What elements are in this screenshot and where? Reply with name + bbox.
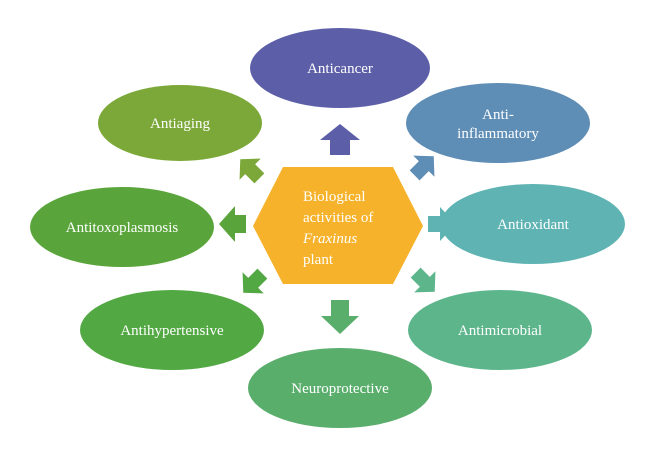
center-label-line1: Biological xyxy=(303,189,366,205)
node-antiaging-label: Antiaging xyxy=(150,116,210,132)
center-label-line3: Fraxinus xyxy=(302,231,357,247)
arrow-anticancer xyxy=(320,124,360,155)
node-anti-inflammatory-label-line2: inflammatory xyxy=(457,126,539,142)
arrow-antihypertensive xyxy=(242,268,268,294)
node-antioxidant xyxy=(441,184,625,264)
node-antitoxoplasmosis xyxy=(30,187,214,267)
center-label-line4: plant xyxy=(303,252,334,268)
node-anticancer-label: Anticancer xyxy=(307,61,373,77)
node-antiaging xyxy=(98,85,262,161)
node-anti-inflammatory-label-line1: Anti- xyxy=(482,107,514,123)
node-antimicrobial xyxy=(408,290,592,370)
arrow-neuroprotective xyxy=(321,300,359,334)
node-antimicrobial-label: Antimicrobial xyxy=(458,323,542,339)
node-anti-inflammatory xyxy=(406,83,590,163)
arrow-antitoxoplasmosis xyxy=(219,206,246,242)
node-neuroprotective xyxy=(248,348,432,428)
node-antitoxoplasmosis-label: Antitoxoplasmosis xyxy=(66,220,179,236)
arrow-anti-inflammatory xyxy=(409,155,435,181)
node-anticancer xyxy=(250,28,430,108)
node-antihypertensive-label: Antihypertensive xyxy=(120,323,224,339)
center-hexagon xyxy=(253,167,423,284)
node-antihypertensive xyxy=(80,290,264,370)
node-neuroprotective-label: Neuroprotective xyxy=(291,381,389,397)
node-antioxidant-label: Antioxidant xyxy=(497,217,569,233)
arrow-antiaging xyxy=(239,158,265,184)
center-label-line2: activities of xyxy=(303,210,373,226)
arrow-antimicrobial xyxy=(410,267,436,293)
